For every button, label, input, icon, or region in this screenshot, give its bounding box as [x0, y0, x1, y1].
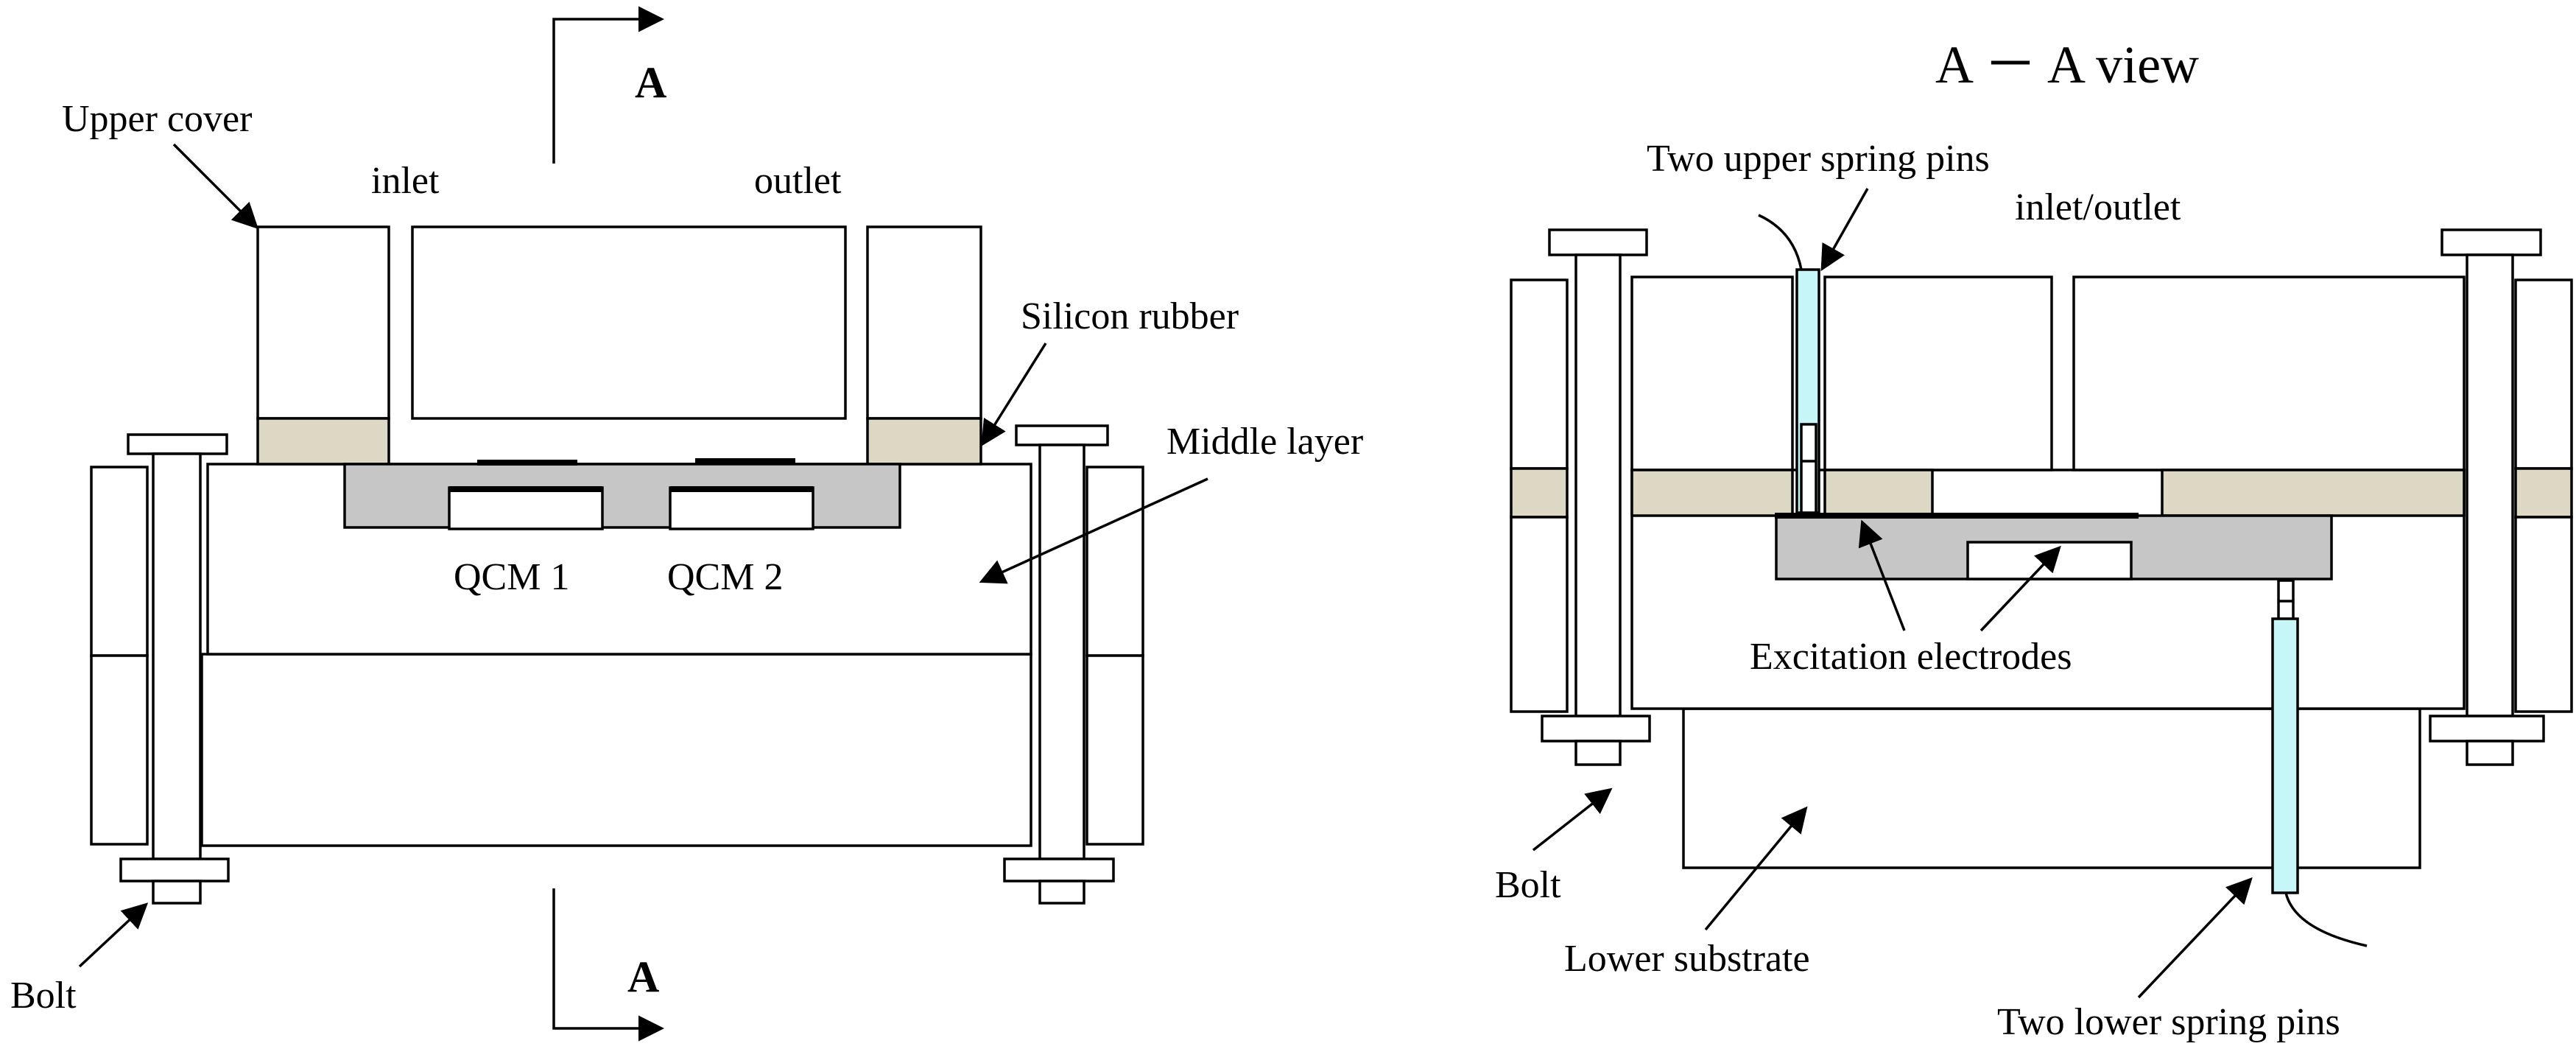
- left-bolt: [119, 433, 230, 905]
- right-view-left-clamp-rubber: [1510, 467, 1569, 519]
- right-bolt-shank: [1038, 443, 1085, 860]
- silicon-rubber-arrow: [981, 343, 1047, 446]
- qcm1-cavity: [448, 486, 604, 530]
- electrodes-arrow-2: [1979, 545, 2061, 632]
- lower-substrate-right: [1682, 707, 2421, 869]
- lower-substrate-arrow: [1704, 806, 1808, 931]
- left-bolt-shank: [152, 452, 202, 860]
- rv-left-bolt-nut: [1541, 715, 1651, 743]
- label-qcm2: QCM 2: [667, 556, 783, 598]
- label-excitation-electrodes: Excitation electrodes: [1750, 636, 2072, 678]
- right-view-right-clamp-upper: [2514, 278, 2573, 470]
- label-lower-spring-pins: Two lower spring pins: [1997, 1001, 2340, 1043]
- upper-cover-block-2: [1823, 276, 2053, 471]
- upper-cover-center-block: [411, 225, 847, 420]
- silicon-rubber-left: [256, 417, 390, 466]
- qcm2-electrode: [695, 458, 795, 464]
- rv-left-bolt-tail: [1574, 740, 1622, 766]
- right-view-right-clamp-lower: [2514, 516, 2573, 713]
- left-clamp-lower: [90, 654, 149, 846]
- rv-left-bolt-head: [1548, 228, 1648, 256]
- label-upper-cover: Upper cover: [62, 98, 252, 140]
- section-marker-top: A: [552, 6, 666, 164]
- silicon-rubber-r1: [1630, 469, 1794, 517]
- rv-right-bolt-head: [2440, 228, 2542, 256]
- label-inlet-outlet: inlet/outlet: [2015, 186, 2181, 228]
- electrodes-arrow-1: [1858, 519, 1906, 631]
- section-marker-bottom: A: [552, 888, 664, 1042]
- label-inlet: inlet: [371, 160, 440, 202]
- upper-cover-left-block: [256, 225, 390, 420]
- right-bolt-head: [1015, 424, 1109, 446]
- upper-cover-right-block: [866, 225, 982, 420]
- upper-pins-arrow: [1820, 188, 1869, 272]
- right-view-left-clamp-lower: [1510, 516, 1569, 713]
- lower-pin-tip: [2277, 579, 2295, 620]
- rv-left-bolt-shank: [1574, 253, 1622, 718]
- rv-right-bolt-shank: [2466, 253, 2514, 718]
- qcm1-electrode: [477, 460, 577, 466]
- label-bolt-left: Bolt: [10, 975, 77, 1017]
- qcm-holder: [343, 463, 901, 529]
- qcm-cavity-section: [1966, 541, 2133, 580]
- label-lower-substrate: Lower substrate: [1564, 938, 1810, 980]
- middle-layer-arrow: [979, 477, 1208, 584]
- left-bolt-head: [127, 433, 228, 455]
- right-clamp-lower: [1085, 654, 1144, 846]
- upper-pin-wire: [1758, 214, 1803, 270]
- lower-pin-body: [2271, 617, 2299, 894]
- right-view-left-clamp-upper: [1510, 278, 1569, 470]
- right-view-right-bolt: [2429, 228, 2545, 766]
- left-clamp-upper: [90, 466, 149, 657]
- upper-cover-block-1: [1630, 276, 1794, 471]
- label-silicon-rubber: Silicon rubber: [1021, 295, 1239, 337]
- right-section-view: A － A view: [1495, 35, 2573, 1043]
- label-upper-spring-pins: Two upper spring pins: [1647, 138, 1990, 180]
- qcm2-crystal: [670, 486, 813, 492]
- silicon-rubber-r2: [1823, 469, 1934, 517]
- label-middle-layer: Middle layer: [1166, 421, 1363, 463]
- upper-spring-pin: [1758, 214, 1820, 514]
- upper-cover-block-3: [2072, 276, 2466, 471]
- lower-substrate-left: [200, 653, 1032, 847]
- upper-cover-arrow: [172, 143, 258, 229]
- rv-right-bolt-nut: [2429, 715, 2545, 743]
- label-outlet: outlet: [754, 160, 842, 202]
- electrode-strip: [1775, 513, 2139, 519]
- lower-pin-wire: [2284, 892, 2368, 947]
- label-qcm1: QCM 1: [454, 556, 569, 598]
- right-bolt-nut: [1003, 857, 1115, 883]
- right-bolt: [1003, 424, 1115, 905]
- label-bolt-right: Bolt: [1495, 864, 1561, 906]
- view-title: A － A view: [1935, 35, 2199, 94]
- left-bolt-nut: [119, 857, 230, 883]
- section-label-top: A: [635, 58, 666, 107]
- right-view-right-clamp-rubber: [2514, 467, 2573, 519]
- bolt-arrow-left: [78, 902, 149, 968]
- section-label-bottom: A: [627, 952, 659, 1001]
- left-bolt-tail: [152, 880, 202, 905]
- right-clamp-upper: [1085, 466, 1144, 657]
- bolt-arrow-right: [1532, 787, 1613, 852]
- left-cross-section: A A: [10, 6, 1363, 1042]
- qcm1-crystal: [449, 486, 602, 492]
- silicon-rubber-right: [866, 417, 982, 466]
- right-bolt-tail: [1038, 880, 1085, 905]
- lower-pins-arrow: [2137, 877, 2253, 999]
- upper-pin-tip: [1800, 423, 1817, 514]
- lower-spring-pin: [2271, 579, 2368, 947]
- qcm2-cavity: [669, 486, 814, 530]
- right-view-left-bolt: [1541, 228, 1651, 766]
- silicon-rubber-r3: [2161, 469, 2466, 517]
- rv-right-bolt-tail: [2466, 740, 2514, 766]
